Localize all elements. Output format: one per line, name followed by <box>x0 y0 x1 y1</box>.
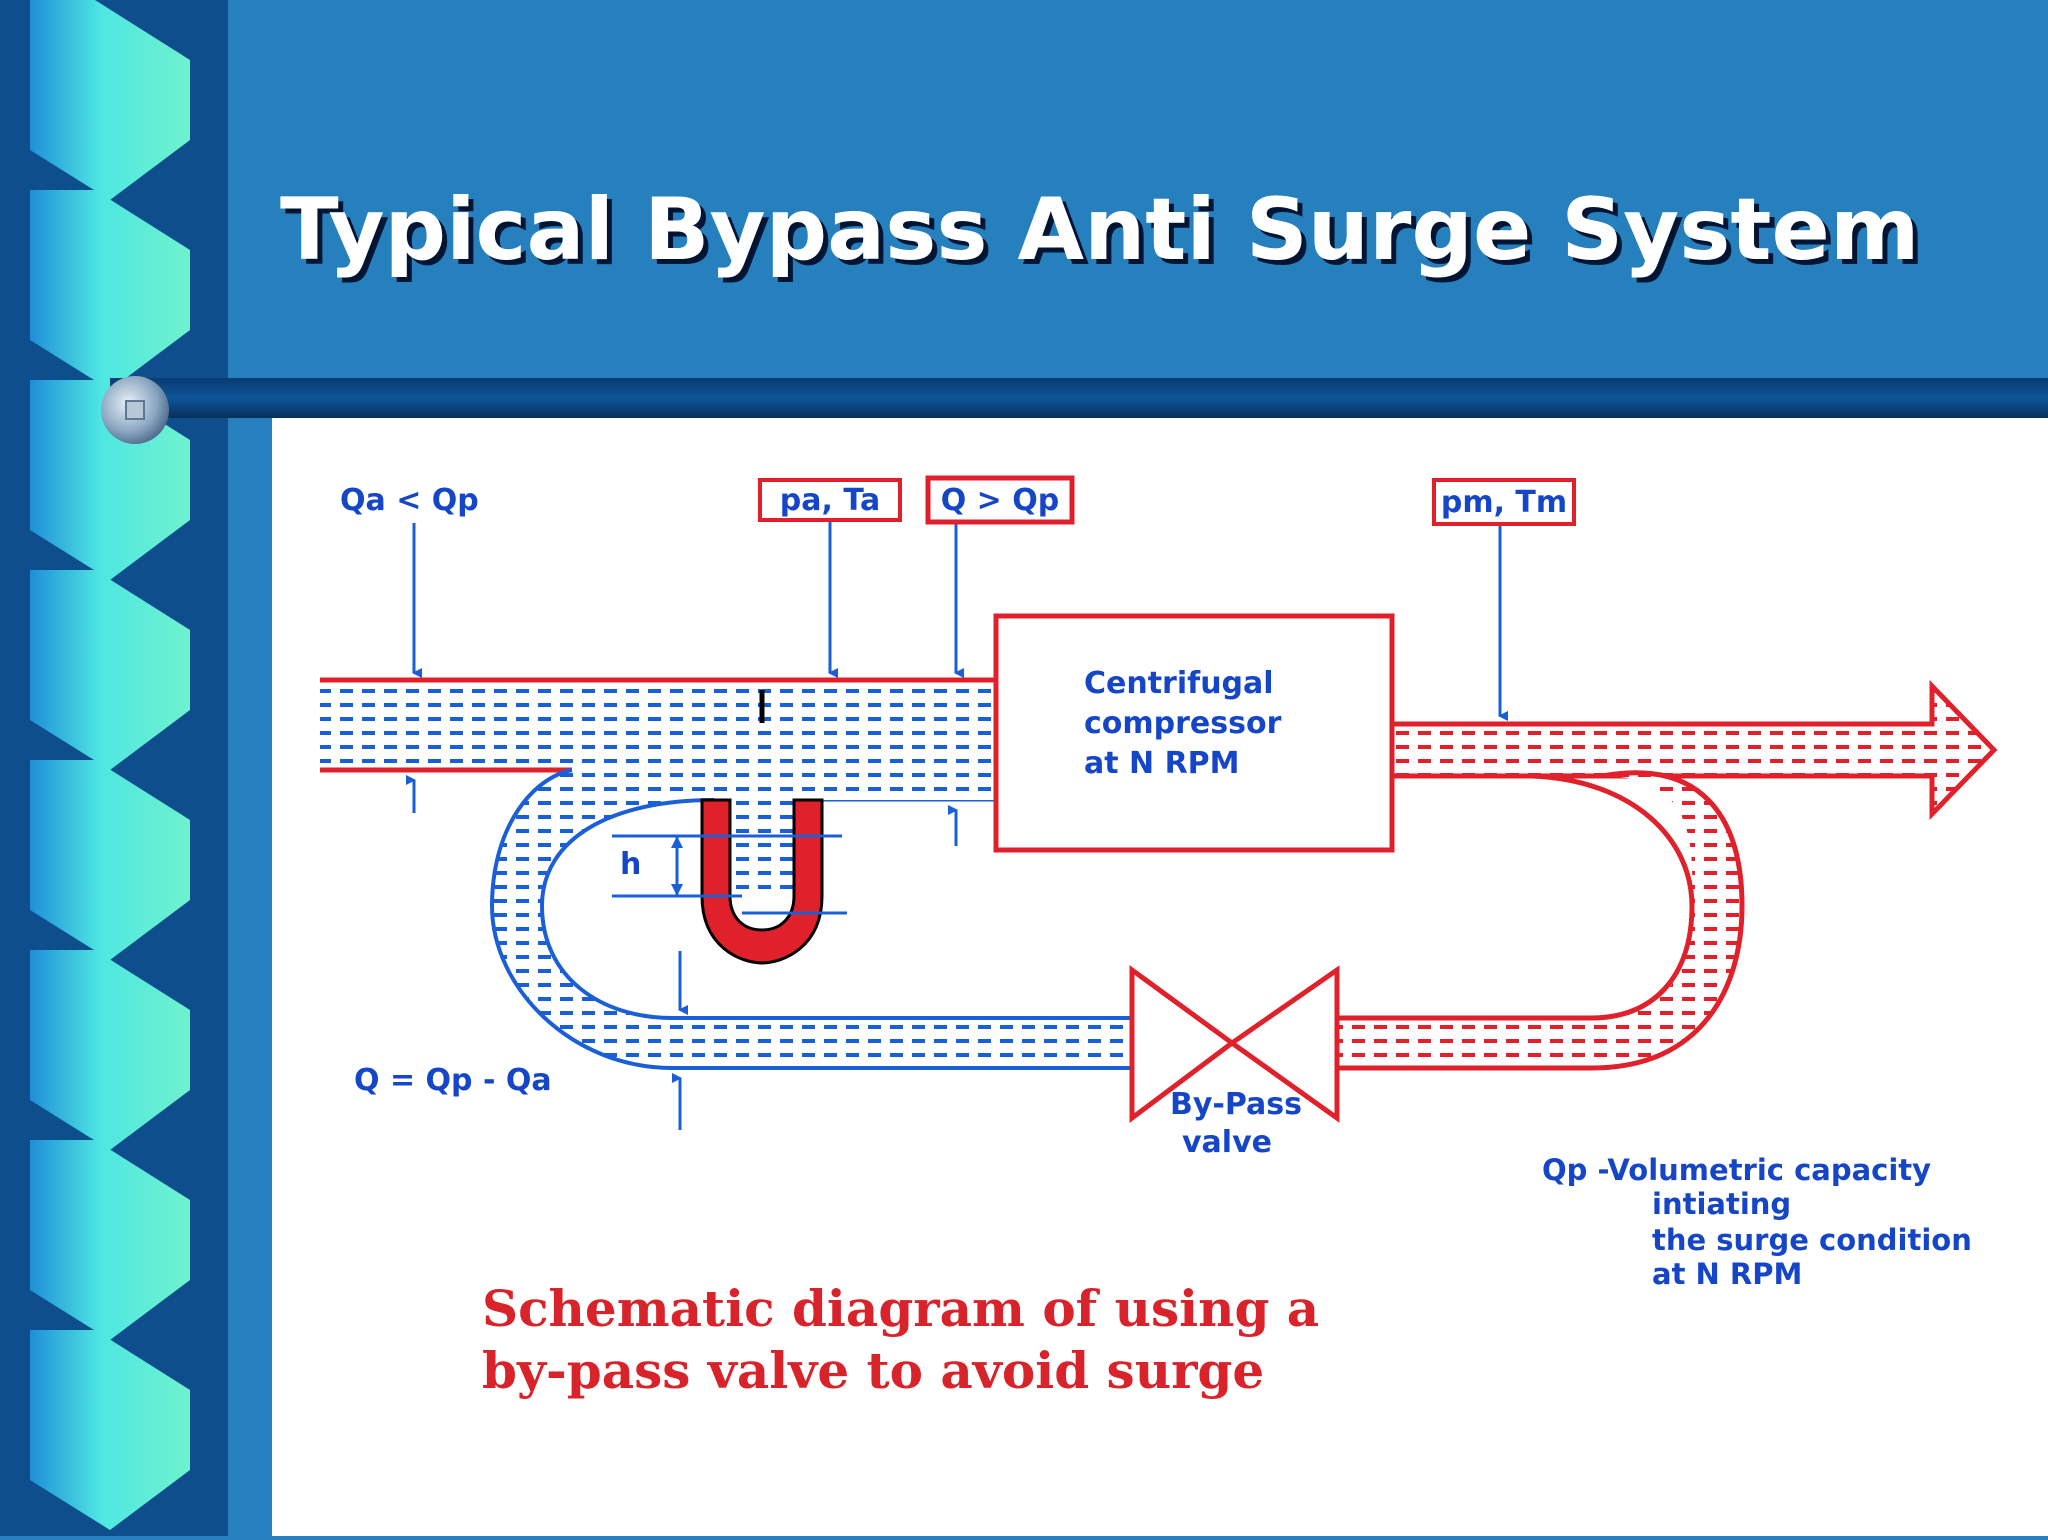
pm-tm-box <box>1432 478 1576 526</box>
label-compressor-line3: at N RPM <box>1084 746 1240 781</box>
bypass-loop-suction-side <box>489 768 1132 1070</box>
label-q-equation: Q = Qp - Qa <box>354 1063 552 1098</box>
bypass-loop-discharge-side <box>1332 770 1745 1071</box>
caption-line2: by-pass valve to avoid surge <box>482 1341 1264 1400</box>
label-qa-lt-qp: Qa < Qp <box>340 483 479 518</box>
header-divider-bar <box>110 378 2048 418</box>
bypass-valve-icon <box>1129 965 1340 1123</box>
slide-title: Typical Bypass Anti Surge System <box>280 180 1920 280</box>
label-q-gt-qp: Q > Qp <box>941 483 1060 518</box>
label-qp-definition-line4: at N RPM <box>1652 1257 1802 1291</box>
label-bypass-line2: valve <box>1182 1125 1272 1160</box>
label-compressor-line2: compressor <box>1084 706 1282 741</box>
discharge-pipe <box>1389 679 1998 821</box>
label-pa-ta: pa, Ta <box>780 483 880 518</box>
measurement-arrows <box>406 518 1508 1130</box>
q-gt-qp-box <box>925 475 1075 525</box>
diagram-panel: Qa < Qp pa, Ta Q > Qp pm, Tm Centrifugal… <box>272 418 2048 1536</box>
label-qp-definition-line1: Qp -Volumetric capacity <box>1542 1153 1931 1187</box>
suction-pipe <box>320 677 1044 802</box>
label-qp-definition-line2: intiating <box>1652 1187 1791 1221</box>
pa-ta-box <box>758 478 902 522</box>
label-compressor-line1: Centrifugal <box>1084 666 1274 701</box>
label-bypass-line1: By-Pass <box>1170 1087 1302 1122</box>
label-qp-definition-line3: the surge condition <box>1652 1223 1972 1257</box>
label-h: h <box>620 847 641 882</box>
caption-line1: Schematic diagram of using a <box>482 1279 1319 1338</box>
label-pm-tm: pm, Tm <box>1441 485 1567 520</box>
u-tube-manometer <box>612 798 847 965</box>
compressor-box <box>993 613 1395 853</box>
bypass-schematic: Qa < Qp pa, Ta Q > Qp pm, Tm Centrifugal… <box>272 418 2048 1536</box>
